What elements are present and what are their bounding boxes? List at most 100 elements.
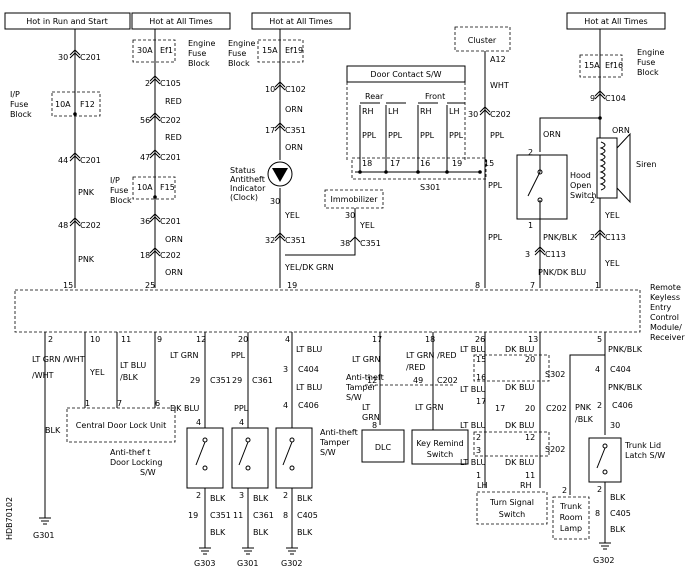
svg-text:C202: C202	[437, 376, 458, 385]
svg-text:RH: RH	[520, 481, 532, 490]
svg-text:4: 4	[196, 418, 201, 427]
svg-text:Fuse: Fuse	[10, 100, 28, 109]
svg-text:C361: C361	[252, 376, 273, 385]
header-hot-always-1	[131, 12, 231, 30]
svg-text:BLK: BLK	[610, 525, 626, 534]
svg-text:Antitheft: Antitheft	[230, 175, 265, 184]
svg-text:Trunk: Trunk	[559, 502, 582, 511]
svg-text:LT GRN: LT GRN	[415, 403, 444, 412]
svg-text:C105: C105	[160, 79, 181, 88]
svg-text:ORN: ORN	[285, 143, 303, 152]
svg-text:ORN: ORN	[165, 268, 183, 277]
svg-text:C405: C405	[610, 509, 631, 518]
svg-text:3: 3	[525, 250, 530, 259]
svg-text:BLK: BLK	[253, 528, 269, 537]
svg-text:Rear: Rear	[365, 92, 384, 101]
svg-text:(Clock): (Clock)	[230, 193, 258, 202]
header-hot-run-start	[4, 12, 131, 30]
svg-text:C113: C113	[545, 250, 566, 259]
antitheft-door-locking-switches: LT GRN 29 C351 DK BLU 4 2 BLK 19 C351 BL…	[170, 332, 322, 568]
svg-text:17: 17	[265, 126, 275, 135]
svg-text:20: 20	[525, 355, 535, 364]
svg-text:15: 15	[63, 281, 73, 290]
svg-text:C113: C113	[605, 233, 626, 242]
svg-text:1: 1	[528, 221, 533, 230]
central-door-lock-unit	[66, 407, 176, 443]
svg-text:25: 25	[145, 281, 155, 290]
svg-text:C202: C202	[546, 404, 567, 413]
svg-text:7: 7	[530, 281, 535, 290]
svg-text:1: 1	[476, 471, 481, 480]
speaker-icon	[616, 132, 631, 204]
svg-text:Receiver: Receiver	[650, 333, 685, 342]
svg-text:RED: RED	[165, 97, 182, 106]
svg-text:C351: C351	[360, 239, 381, 248]
svg-text:BLK: BLK	[253, 494, 269, 503]
svg-text:Block: Block	[228, 59, 250, 68]
svg-text:1: 1	[595, 281, 600, 290]
svg-text:Door Locking: Door Locking	[110, 458, 162, 467]
svg-text:20: 20	[525, 404, 535, 413]
svg-text:3: 3	[283, 365, 288, 374]
svg-text:LT BLU: LT BLU	[120, 361, 146, 370]
header-hot-run-start-text: Hot in Run and Start	[26, 17, 107, 26]
svg-text:PNK/BLK: PNK/BLK	[608, 383, 643, 392]
svg-text:26: 26	[475, 335, 485, 344]
svg-text:2: 2	[528, 148, 533, 157]
svg-text:DK BLU: DK BLU	[505, 458, 534, 467]
svg-text:Latch S/W: Latch S/W	[625, 451, 665, 460]
svg-text:16: 16	[420, 159, 430, 168]
svg-text:18: 18	[140, 251, 150, 260]
svg-text:12: 12	[525, 433, 535, 442]
svg-text:C202: C202	[160, 116, 181, 125]
svg-text:C201: C201	[160, 217, 181, 226]
svg-text:Indicator: Indicator	[230, 184, 266, 193]
svg-text:49: 49	[413, 376, 423, 385]
svg-text:BLK: BLK	[297, 494, 313, 503]
svg-text:9: 9	[157, 335, 162, 344]
svg-text:Key Remind: Key Remind	[416, 439, 463, 448]
svg-text:DLC: DLC	[375, 443, 392, 452]
svg-text:Fuse: Fuse	[228, 49, 246, 58]
svg-text:/BLK: /BLK	[575, 415, 594, 424]
svg-text:4: 4	[239, 418, 244, 427]
svg-text:YEL: YEL	[89, 368, 105, 377]
remote-keyless-entry-module	[14, 289, 641, 333]
svg-text:Fuse: Fuse	[110, 186, 128, 195]
svg-text:DK BLU: DK BLU	[505, 421, 534, 430]
svg-text:PNK/BLK: PNK/BLK	[543, 233, 578, 242]
svg-text:2: 2	[590, 233, 595, 242]
fuse-f15	[132, 176, 176, 200]
svg-text:32: 32	[265, 236, 275, 245]
svg-text:Switch: Switch	[570, 191, 596, 200]
svg-text:17: 17	[495, 404, 505, 413]
svg-text:C406: C406	[298, 401, 319, 410]
svg-text:12: 12	[196, 335, 206, 344]
svg-text:Trunk Lid: Trunk Lid	[624, 441, 661, 450]
svg-text:Room: Room	[560, 513, 583, 522]
svg-text:Front: Front	[425, 92, 445, 101]
svg-text:11: 11	[525, 471, 535, 480]
ground-g301-icon	[39, 517, 51, 525]
svg-text:DK BLU: DK BLU	[170, 404, 199, 413]
dlc	[361, 429, 405, 463]
svg-text:Block: Block	[10, 110, 32, 119]
svg-text:HDB70102: HDB70102	[5, 497, 14, 540]
svg-text:C201: C201	[80, 53, 101, 62]
svg-text:Module/: Module/	[650, 323, 682, 332]
svg-text:30: 30	[270, 197, 280, 206]
svg-text:S/W: S/W	[320, 448, 336, 457]
svg-text:/RED: /RED	[406, 363, 425, 372]
svg-text:Block: Block	[110, 196, 132, 205]
svg-text:Engine: Engine	[188, 39, 215, 48]
svg-text:C201: C201	[80, 156, 101, 165]
svg-text:C351: C351	[285, 236, 306, 245]
svg-text:A12: A12	[490, 55, 506, 64]
svg-text:YEL: YEL	[359, 221, 375, 230]
svg-text:4: 4	[285, 335, 290, 344]
cluster	[454, 26, 511, 52]
svg-text:S202: S202	[545, 445, 565, 454]
svg-text:G302: G302	[281, 559, 302, 568]
svg-text:Engine: Engine	[228, 39, 255, 48]
siren	[596, 137, 618, 199]
